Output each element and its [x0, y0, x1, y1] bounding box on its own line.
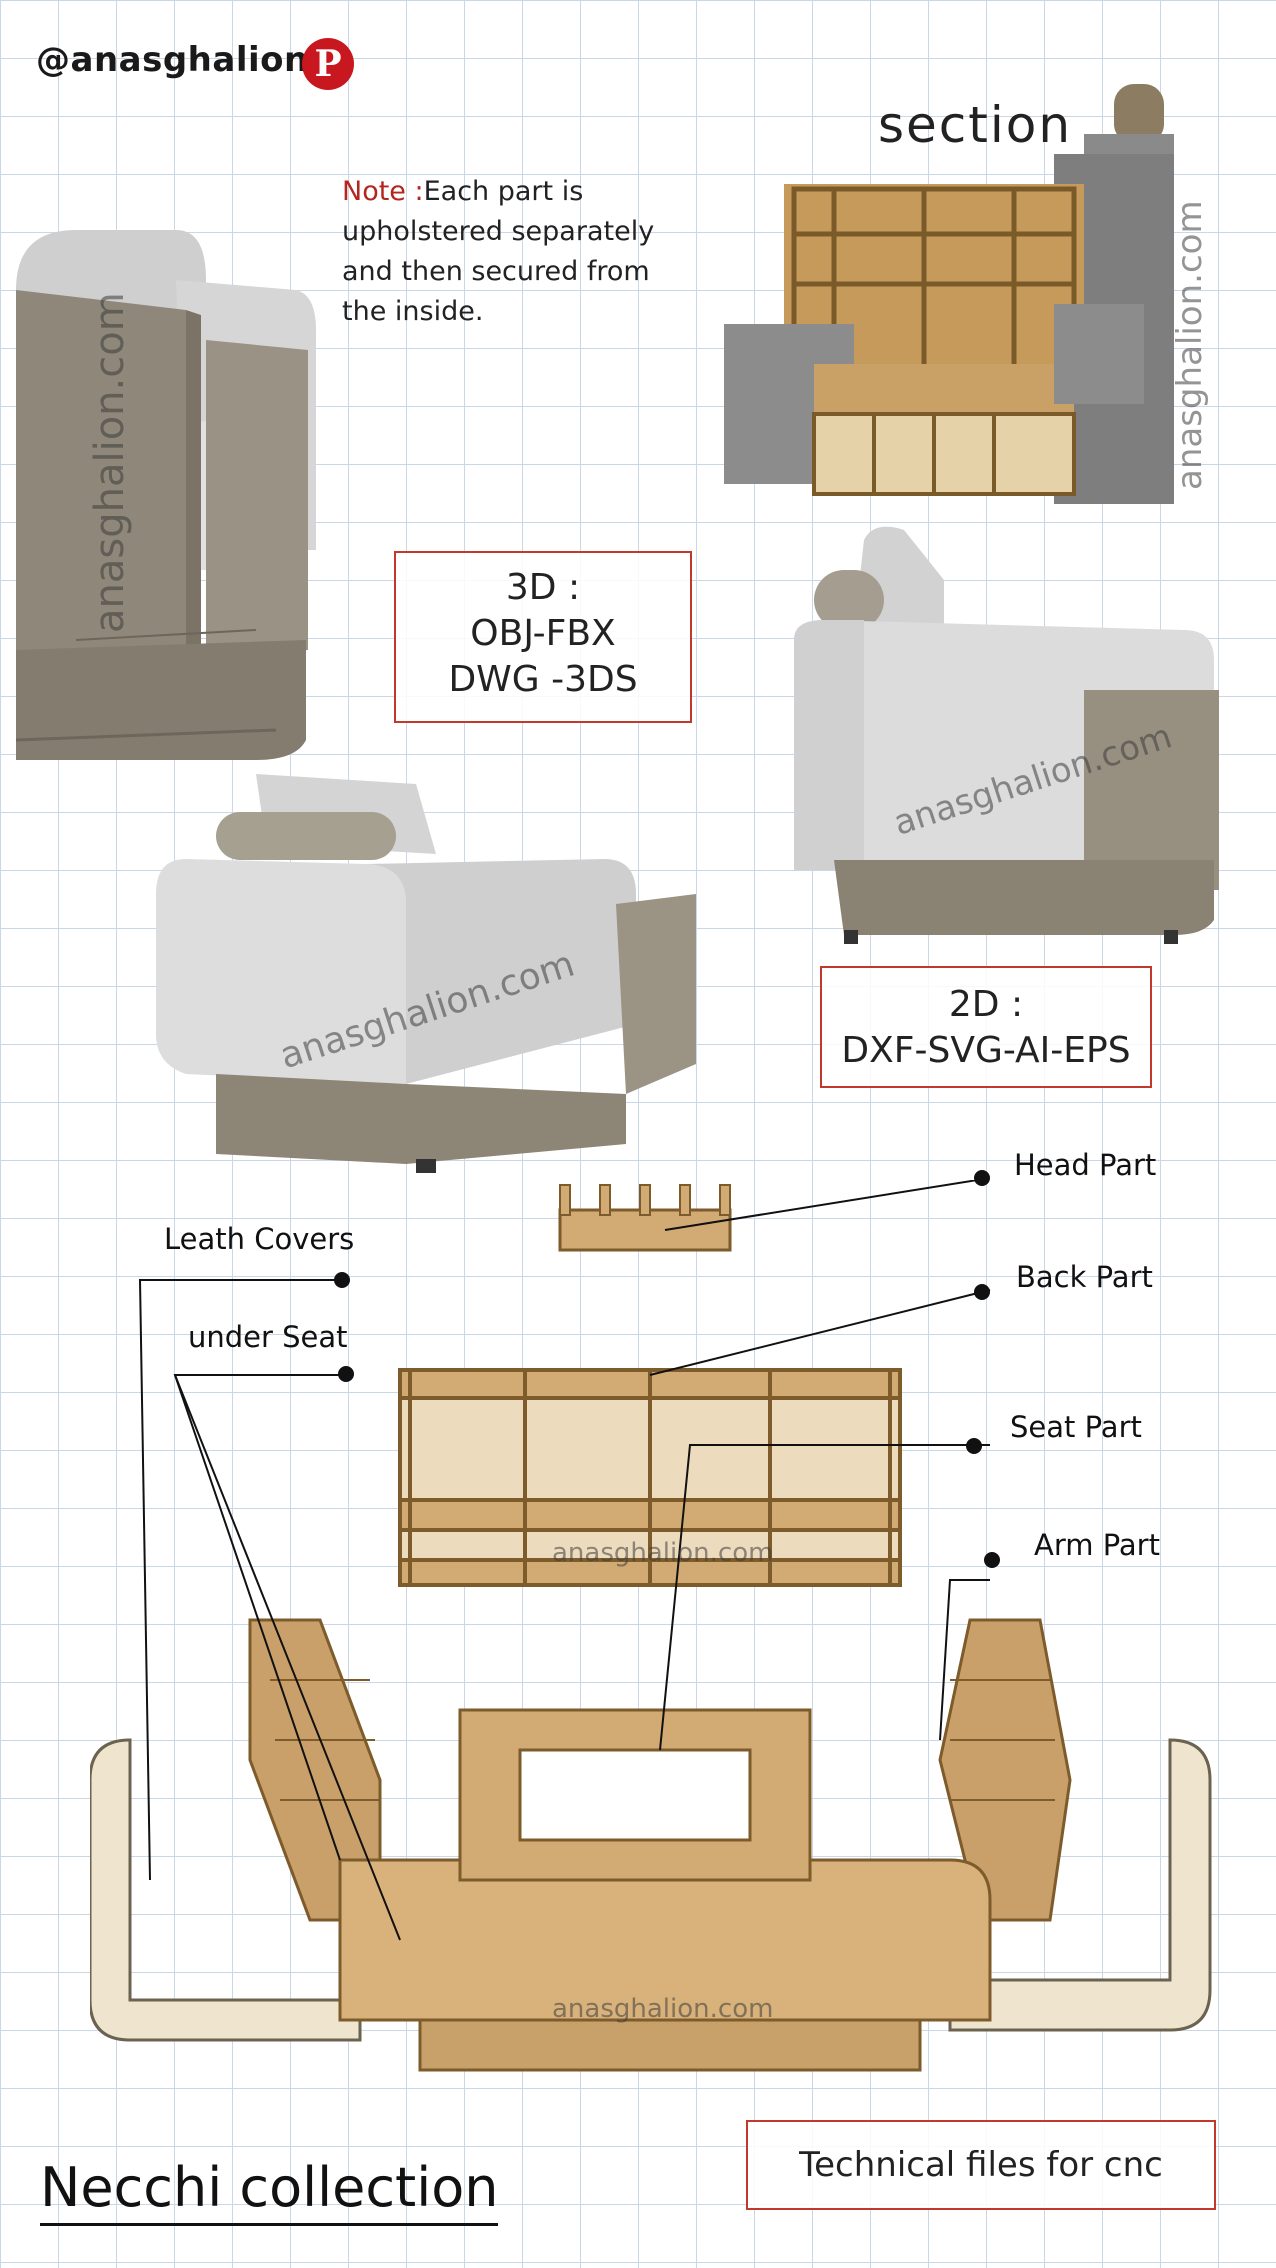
pointer-dot [984, 1552, 1000, 1568]
format-2d-box: 2D : DXF-SVG-AI-EPS [820, 966, 1152, 1088]
back-part-model [398, 1368, 902, 1587]
format-2d-title: 2D : [948, 984, 1024, 1025]
cnc-files-box: Technical files for cnc [746, 2120, 1216, 2210]
format-3d-box: 3D : OBJ-FBX DWG -3DS [394, 551, 692, 723]
format-3d-title: 3D : [505, 567, 581, 608]
pointer-dot [966, 1438, 982, 1454]
format-3d-line-2: DWG -3DS [448, 659, 638, 700]
section-title: section [878, 96, 1073, 154]
head-part-model [558, 1184, 732, 1252]
label-back-part: Back Part [1016, 1260, 1153, 1294]
label-leather-covers: Leath Covers [164, 1222, 355, 1256]
label-arm-part: Arm Part [1034, 1528, 1160, 1562]
pointer-dot [338, 1366, 354, 1382]
armchair-perspective-image [156, 774, 696, 1173]
watermark: anasghalion.com [87, 292, 133, 633]
watermark: anasghalion.com [552, 1538, 774, 1568]
watermark: anasghalion.com [552, 1994, 774, 2024]
right-arm-part-model [938, 1618, 1072, 1922]
exploded-parts-image [90, 1180, 1212, 2072]
note-body: Each part is upholstered separately and … [342, 176, 655, 327]
label-head-part: Head Part [1014, 1148, 1157, 1182]
section-cutaway-image [724, 84, 1174, 504]
note-text: Note :Each part is upholstered separatel… [342, 172, 702, 332]
author-handle: @anasghalion [36, 40, 309, 80]
watermark: anasghalion.com [1170, 200, 1210, 490]
seat-part-model [338, 1708, 992, 2072]
note-prefix: Note : [342, 176, 424, 207]
collection-title: Necchi collection [40, 2156, 499, 2226]
format-3d-line-1: OBJ-FBX [470, 613, 616, 654]
armchair-closeup-image [16, 230, 316, 760]
label-under-seat: under Seat [188, 1320, 348, 1354]
format-2d-line: DXF-SVG-AI-EPS [841, 1030, 1131, 1071]
armchair-side-image [794, 526, 1219, 944]
pointer-dot [974, 1284, 990, 1300]
pinterest-icon[interactable]: P [302, 38, 354, 90]
pointer-dot [334, 1272, 350, 1288]
pointer-dot [974, 1170, 990, 1186]
label-seat-part: Seat Part [1010, 1410, 1142, 1444]
